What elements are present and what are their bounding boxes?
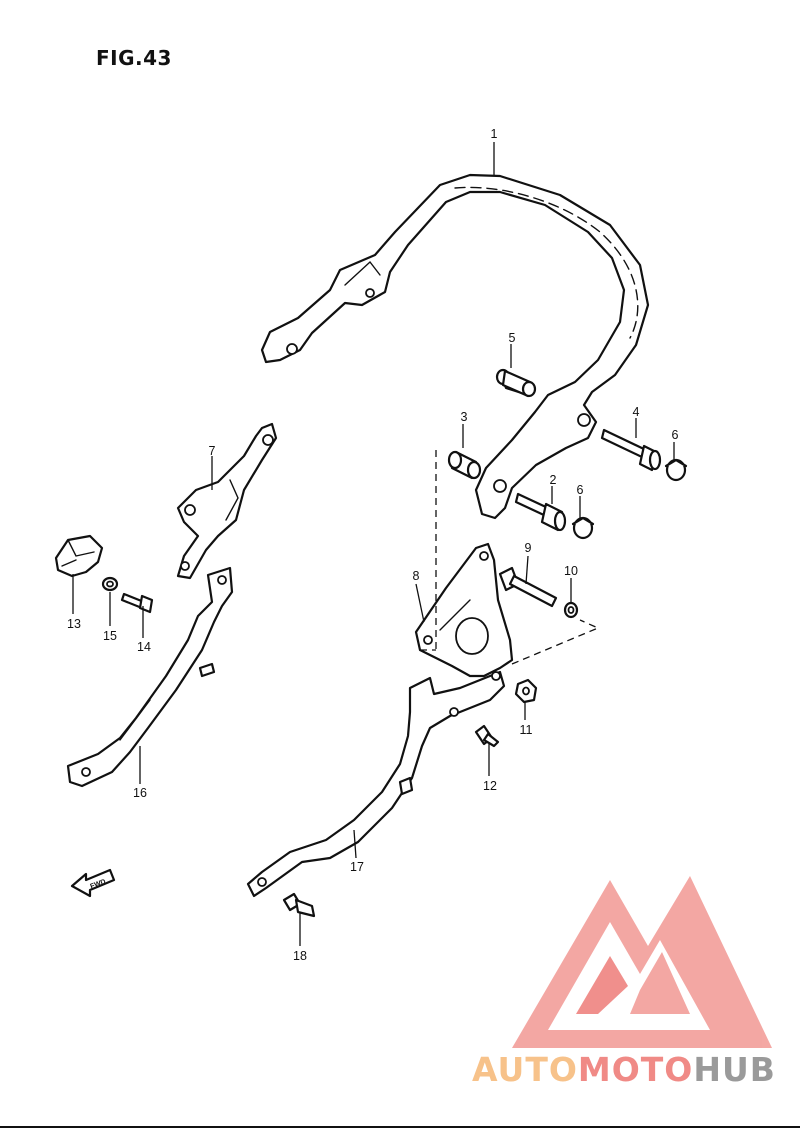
part-16-left-stay — [66, 566, 234, 788]
part-18-bolt — [282, 892, 316, 918]
part-14-bolt — [120, 592, 154, 614]
part-7-left-bracket — [176, 422, 278, 580]
assembly-guide-lines — [420, 450, 600, 665]
fwd-direction-arrow: FWD — [70, 868, 116, 898]
callout-14-15-left: 15 — [103, 629, 117, 643]
part-8-bracket-plate — [414, 542, 514, 678]
watermark-auto: AUTO — [472, 1050, 578, 1089]
callout-10: 10 — [564, 564, 578, 578]
callout-18: 18 — [293, 949, 307, 963]
callout-leaders — [72, 142, 675, 946]
part-9-bolt — [498, 566, 558, 608]
watermark-hub: HUB — [693, 1050, 776, 1089]
callout-6-upper: 6 — [672, 428, 679, 442]
callout-1: 1 — [491, 127, 498, 141]
callout-5: 5 — [509, 331, 516, 345]
part-6-cap-lower — [571, 516, 595, 540]
part-10-washer — [563, 601, 579, 619]
callout-8: 8 — [413, 569, 420, 583]
part-3-spacer — [447, 450, 482, 480]
automotohub-logo-mark — [512, 876, 772, 1048]
callout-11: 11 — [520, 723, 533, 737]
callout-9: 9 — [525, 541, 532, 555]
part-11-nut — [514, 678, 538, 704]
callout-13: 13 — [67, 617, 81, 631]
part-15-washer — [101, 576, 119, 592]
part-4-bolt — [600, 428, 662, 472]
callout-7: 7 — [209, 444, 216, 458]
callout-6-lower: 6 — [577, 483, 584, 497]
callout-2: 2 — [550, 473, 557, 487]
part-17-right-stay — [246, 670, 506, 898]
part-13-clamp — [54, 534, 104, 578]
part-12-bolt — [474, 724, 500, 748]
part-1-grab-rail — [260, 173, 650, 520]
part-2-bolt — [514, 492, 567, 532]
callout-4: 4 — [633, 405, 640, 419]
bottom-border-rule — [0, 1126, 800, 1128]
watermark-moto: MOTO — [577, 1050, 694, 1089]
callout-12: 12 — [483, 779, 497, 793]
callout-14: 14 — [137, 640, 151, 654]
callout-17: 17 — [350, 860, 364, 874]
automotohub-watermark: AUTOMOTOHUB — [472, 1050, 776, 1089]
part-6-cap-upper — [664, 458, 688, 482]
part-5-collar — [495, 368, 537, 398]
figure-title: FIG.43 — [96, 46, 172, 70]
callout-numbers: 1 2 3 4 5 6 6 7 8 9 10 11 12 13 15 14 16… — [67, 127, 678, 963]
callout-16: 16 — [133, 786, 147, 800]
callout-3: 3 — [461, 410, 468, 424]
